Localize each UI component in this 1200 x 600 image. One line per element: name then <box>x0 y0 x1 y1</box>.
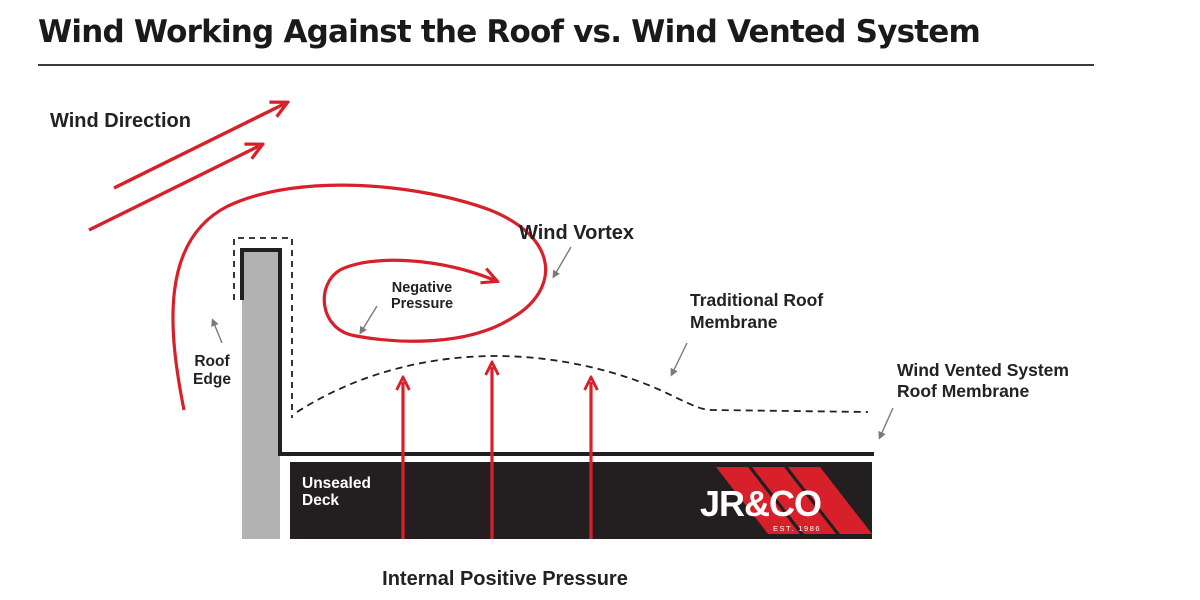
traditional-membrane-line <box>296 355 869 413</box>
wind-vortex-curve <box>171 183 548 411</box>
label-deck-line2: Deck <box>302 492 339 509</box>
page-title: Wind Working Against the Roof vs. Wind V… <box>38 14 981 50</box>
wind-direction-arrow-upper <box>113 104 284 190</box>
pointer-wind-vortex <box>552 246 572 279</box>
jrco-logo: JR&CO EST. 1986 <box>700 467 872 534</box>
label-vented-line2: Roof Membrane <box>897 381 1030 401</box>
label-traditional-line2: Membrane <box>690 312 778 332</box>
label-vented-line1: Wind Vented System <box>897 360 1069 380</box>
logo-stripe-1 <box>716 467 800 534</box>
label-roof-edge-line2: Edge <box>193 371 231 388</box>
pointer-vented-membrane <box>878 407 894 440</box>
label-roof-edge-line1: Roof <box>194 353 230 370</box>
logo-stripe-2 <box>752 467 836 534</box>
label-wind-direction: Wind Direction <box>50 110 191 132</box>
traditional-flashing-outline <box>233 237 293 418</box>
logo-stripe-3 <box>788 467 872 534</box>
wind-direction-arrow-lower <box>88 146 259 232</box>
pointer-roof-edge <box>211 318 223 344</box>
label-negative-pressure-line2: Pressure <box>391 296 453 312</box>
label-internal-pressure: Internal Positive Pressure <box>382 568 628 590</box>
label-wind-vortex: Wind Vortex <box>519 222 634 244</box>
label-negative-pressure-line1: Negative <box>392 280 452 296</box>
logo-wordmark: JR&CO <box>700 483 821 524</box>
label-traditional-line1: Traditional Roof <box>690 290 823 310</box>
parapet-wall <box>242 248 280 539</box>
parapet-cap-outline <box>240 248 874 456</box>
title-divider <box>38 64 1094 66</box>
pointer-traditional-membrane <box>670 342 688 377</box>
label-deck-line1: Unsealed <box>302 475 371 492</box>
pointer-negative-pressure <box>359 305 378 335</box>
logo-tagline: EST. 1986 <box>773 524 821 533</box>
